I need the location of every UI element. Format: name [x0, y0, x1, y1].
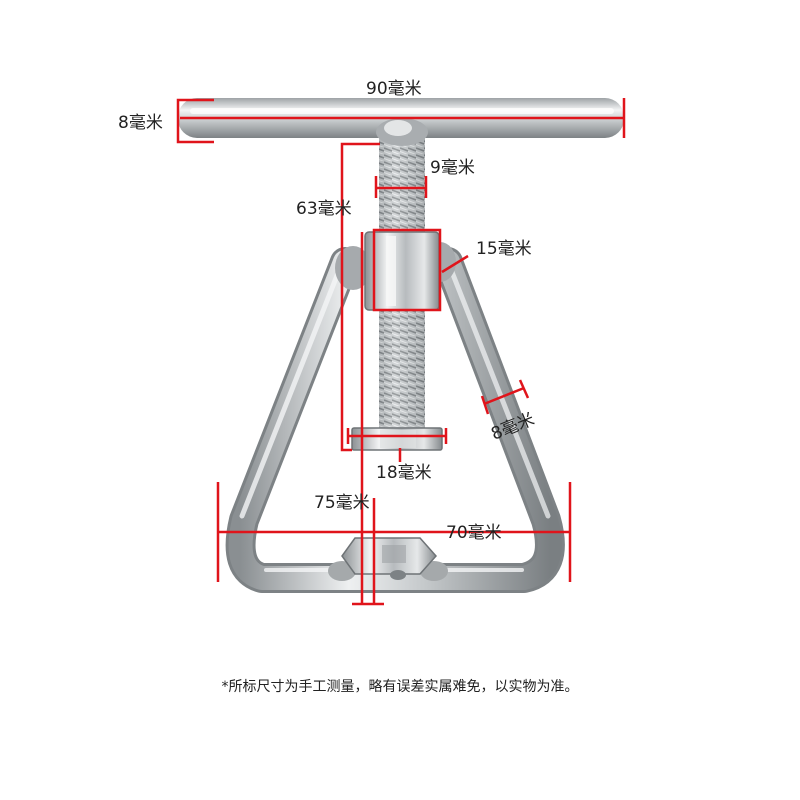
measurement-disclaimer: *所标尺寸为手工测量，略有误差实属难免，以实物为准。 — [221, 679, 579, 695]
dimension-lines — [176, 98, 626, 606]
label-thread-diameter: 9毫米 — [430, 158, 475, 178]
t-handle — [178, 98, 624, 146]
center-nut — [335, 231, 456, 311]
label-handle-diameter: 8毫米 — [118, 113, 163, 133]
bottom-nut — [328, 537, 448, 581]
label-total-height: 75毫米 — [314, 493, 370, 513]
label-bolt-head-width: 18毫米 — [376, 463, 432, 483]
label-nut-width: 15毫米 — [476, 239, 532, 259]
label-screw-length: 63毫米 — [296, 199, 352, 219]
dimension-labels: 90毫米 8毫米 9毫米 63毫米 15毫米 8毫米 18毫米 75毫米 70毫… — [118, 79, 537, 543]
label-frame-width: 70毫米 — [446, 523, 502, 543]
bolt-head — [351, 427, 443, 451]
label-handle-length: 90毫米 — [366, 79, 422, 99]
